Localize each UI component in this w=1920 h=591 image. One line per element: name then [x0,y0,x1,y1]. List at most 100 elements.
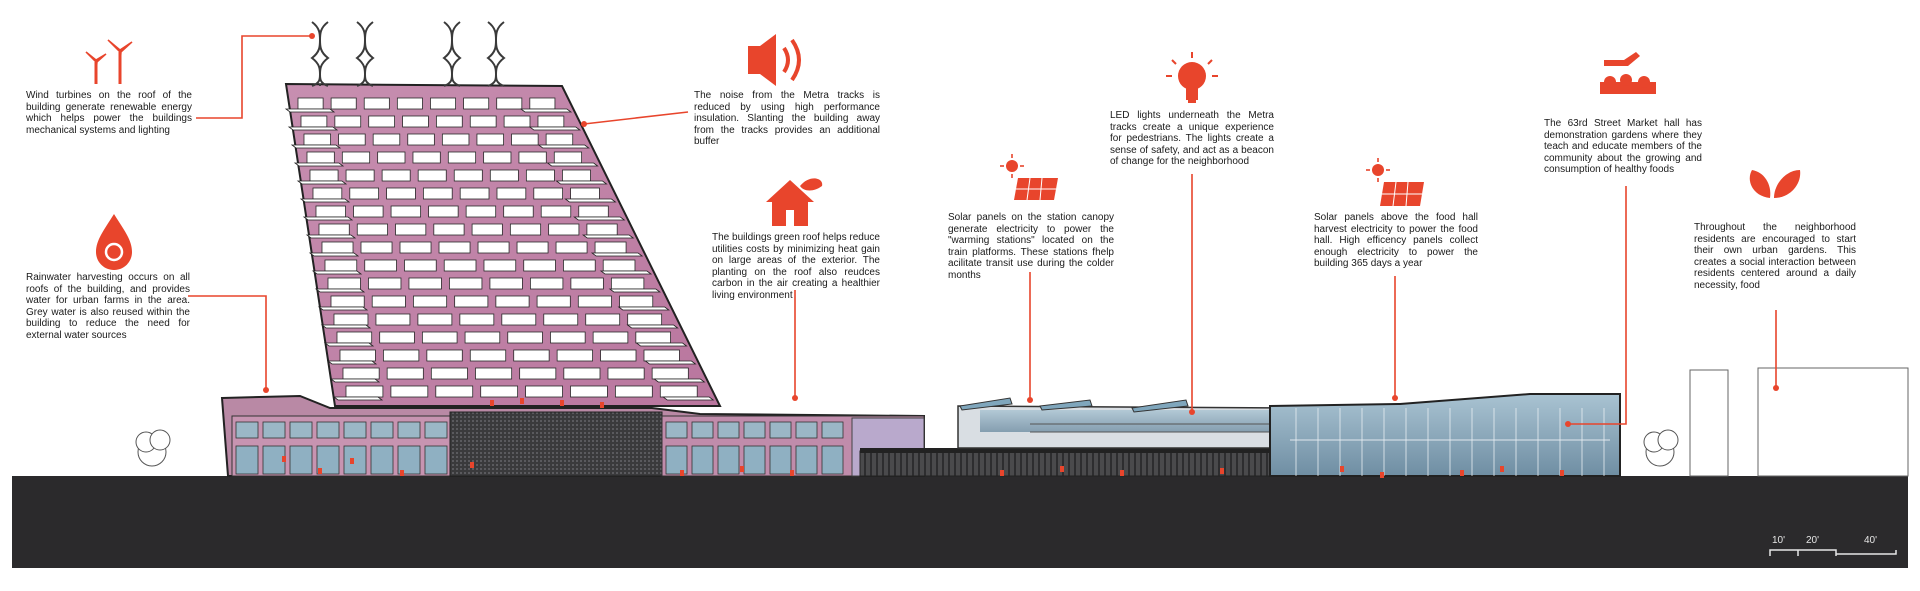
planting-mark [680,470,684,476]
tower-window [615,385,653,398]
tower-balcony [329,378,381,383]
tower-balcony [555,180,608,185]
tower-window [360,241,393,254]
tower-window [563,259,596,272]
tower-window [570,187,600,200]
tower-balconies [284,108,715,401]
tower-window [368,277,402,290]
podium-window [397,445,421,475]
podium-window [717,445,740,475]
tower-window [577,295,612,308]
podium-window [691,421,714,439]
neighborhood-buildings [1689,367,1909,477]
tower-balcony [296,180,348,185]
tower-window [511,133,539,146]
tower-window [318,223,350,236]
tower-window [453,169,483,182]
podium-window [769,421,792,439]
tower-window [407,133,435,146]
tower-window [540,205,572,218]
tower-window [635,331,671,344]
tower-balcony [546,162,599,167]
callout-dots [263,33,1779,427]
annotation-led: LED lights underneath the Metra tracks c… [1110,110,1274,168]
tower-window [412,151,441,164]
podium-window [343,421,367,439]
tower-window [495,295,530,308]
callout-line-market [1568,186,1627,425]
tower-window [417,169,447,182]
annotation-green-roof: The buildings green roof helps reduce ut… [712,232,880,301]
tower-window [471,223,503,236]
tower-window [315,205,346,218]
planting-mark [1060,466,1064,472]
callout-line-wind [196,35,312,119]
planting-marks [282,398,1564,478]
trees [135,429,1679,467]
tower-window [610,277,645,290]
tower-window [463,97,490,110]
tower-balcony [590,252,644,257]
planting-mark [1560,470,1564,476]
tower-balcony [573,216,626,221]
annotation-noise: The noise from the Metra tracks is reduc… [694,90,880,148]
callout-line-rain [188,295,267,390]
podium-window [397,421,421,439]
tower-balcony [314,288,366,293]
tower-window [513,349,550,362]
tower-window [525,385,563,398]
tower-window [396,97,423,110]
planting-mark [1340,466,1344,472]
tower-window [372,133,401,146]
tower-window [555,241,588,254]
tower-window [469,115,497,128]
tower-window [438,241,471,254]
tower-window [533,187,563,200]
tower-window [345,169,375,182]
planting-mark [282,456,286,462]
tower-window [563,367,601,380]
tower-window [300,115,328,128]
tower-balcony [317,306,369,311]
tower-window [349,187,379,200]
tower-window [363,97,390,110]
tower-window [408,277,442,290]
podium-window [370,445,394,475]
tower-window [413,295,448,308]
track-structure [1030,423,1290,433]
tower-balcony [302,216,354,221]
tower-window [459,313,495,326]
callout-lines [188,35,1777,425]
tower-window [480,385,519,398]
tower-window [607,367,645,380]
tower-balcony [599,270,653,275]
tower-window [368,115,395,128]
planting-mark [790,470,794,476]
podium-building [220,394,925,477]
tower-balcony [287,126,339,131]
tower-window [395,223,427,236]
planting-mark [740,466,744,472]
tower-window [594,241,627,254]
podium-window [665,445,688,475]
podium-window [743,421,766,439]
tower-window [426,349,463,362]
planting-mark [318,468,322,474]
wind-turbine-icon [85,39,133,84]
tower-window [333,313,369,326]
tower-window [443,259,477,272]
tower-window [525,169,555,182]
tower-window [459,187,490,200]
tower-window [371,295,406,308]
tower-window [651,367,689,380]
podium-window [665,421,688,439]
tower-window [356,223,388,236]
tower-balcony [617,306,670,311]
tower-window [519,367,557,380]
tower-window [312,187,343,200]
tower-window [436,115,463,128]
tower-window [503,115,531,128]
annotation-wind: Wind turbines on the roof of the buildin… [26,90,192,136]
tower-window [548,223,580,236]
tower-window [518,151,547,164]
